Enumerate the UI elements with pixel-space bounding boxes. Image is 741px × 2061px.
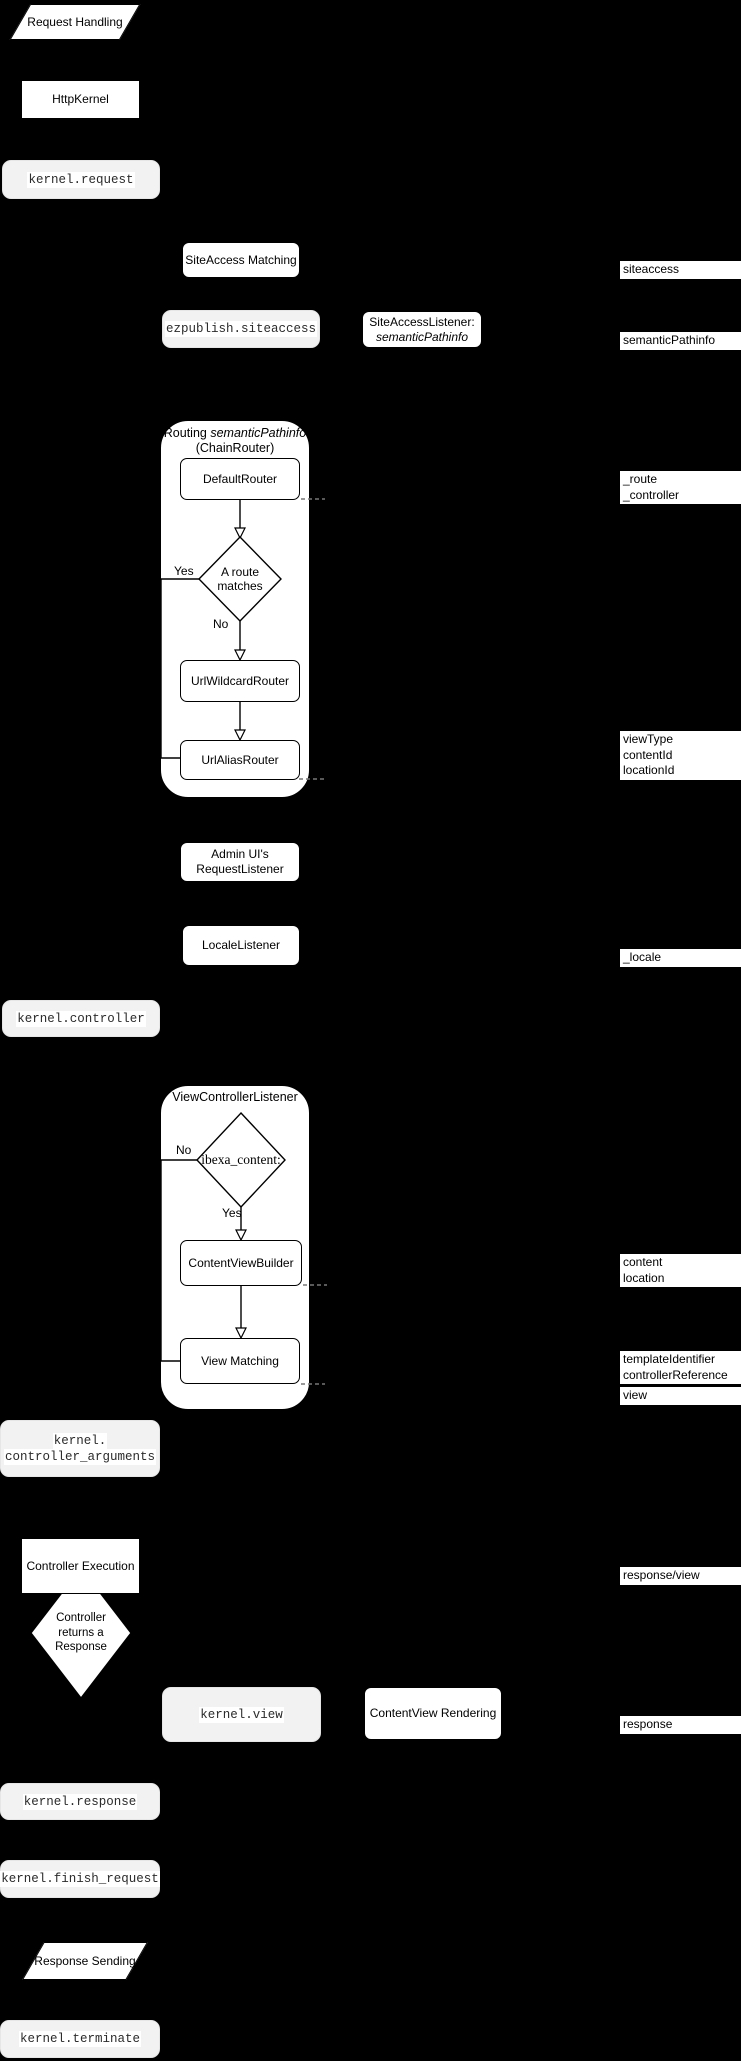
side-label-route-text: _route (623, 472, 658, 486)
side-label-controller-text: _controller (623, 487, 680, 502)
side-label-content-location: content location (620, 1254, 741, 1287)
side-label-location-text: location (623, 1270, 665, 1285)
side-label-view-params: viewType contentId locationId (620, 731, 741, 780)
ezpublish-siteaccess-label: ezpublish.siteaccess (164, 321, 318, 337)
siteaccess-matching-label: SiteAccess Matching (185, 252, 297, 267)
route-matches-line2: matches (217, 579, 263, 593)
route-no-label: No (213, 617, 229, 631)
url-wildcard-router-label: UrlWildcardRouter (190, 673, 290, 688)
side-label-locale-text: _locale (623, 950, 662, 964)
controller-execution-label: Controller Execution (26, 1558, 135, 1573)
kernel-controller-node: kernel.controller (2, 1000, 160, 1037)
kernel-controller-arguments-line1: kernel. (52, 1432, 108, 1449)
kernel-finish-request-label: kernel.finish_request (0, 1871, 160, 1887)
controller-returns-text: Controller returns a Response (31, 1605, 131, 1661)
ezpublish-siteaccess-node: ezpublish.siteaccess (162, 310, 320, 348)
httpkernel-label: HttpKernel (52, 92, 109, 106)
admin-ui-request-listener-node: Admin UI's RequestListener (180, 842, 300, 882)
siteaccess-listener-node: SiteAccessListener: semanticPathinfo (362, 311, 482, 348)
route-matches-text: A route matches (200, 550, 280, 608)
side-label-templateidentifier-text: templateIdentifier (623, 1352, 716, 1366)
side-label-view: view (620, 1387, 741, 1405)
locale-listener-label: LocaleListener (201, 938, 281, 952)
kernel-request-node: kernel.request (2, 160, 160, 199)
side-label-response: response (620, 1716, 741, 1734)
side-label-siteaccess-text: siteaccess (623, 262, 680, 276)
controller-returns-diamond (30, 1566, 132, 1700)
side-label-locationid-text: locationId (623, 763, 675, 777)
kernel-response-label: kernel.response (22, 1793, 138, 1810)
controller-returns-line1: Controller (56, 1612, 106, 1625)
kernel-controller-arguments-node: kernel. controller_arguments (0, 1420, 160, 1477)
default-router-node: DefaultRouter (180, 458, 300, 500)
side-label-viewtype-text: viewType (623, 732, 674, 746)
side-label-controllerreference-text: controllerReference (623, 1367, 728, 1382)
kernel-terminate-node: kernel.terminate (0, 2020, 160, 2058)
side-label-template-controller: templateIdentifier controllerReference (620, 1351, 741, 1384)
siteaccess-listener-line1: SiteAccessListener: (369, 314, 475, 329)
routing-container-title: Routing semanticPathinfo (ChainRouter) (163, 426, 307, 456)
controller-returns-line2: returns a (58, 1626, 104, 1639)
view-matching-node: View Matching (180, 1338, 300, 1384)
side-label-view-text: view (623, 1388, 648, 1402)
locale-listener-node: LocaleListener (182, 925, 300, 966)
side-label-semantic-pathinfo-text: semanticPathinfo (623, 333, 716, 347)
ibexa-content-label: ibexa_content: (201, 1151, 281, 1167)
view-controller-listener-label: ViewControllerListener (172, 1090, 298, 1104)
side-label-locale: _locale (620, 949, 741, 967)
url-alias-router-node: UrlAliasRouter (180, 740, 300, 780)
content-view-rendering-node: ContentView Rendering (364, 1687, 502, 1740)
admin-ui-line1: Admin UI's (211, 847, 269, 861)
kernel-view-node: kernel.view (162, 1687, 321, 1742)
side-label-response-text: response (623, 1717, 673, 1731)
controller-execution-node: Controller Execution (21, 1538, 140, 1594)
view-matching-label: View Matching (201, 1353, 279, 1368)
controller-returns-line3: Response (55, 1641, 107, 1654)
ibexa-content-text: ibexa_content: (195, 1146, 287, 1174)
kernel-terminate-label: kernel.terminate (18, 2031, 142, 2047)
route-yes-label: Yes (174, 564, 194, 578)
kernel-response-node: kernel.response (0, 1783, 160, 1820)
view-controller-listener-title: ViewControllerListener (163, 1090, 307, 1105)
side-label-semantic-pathinfo: semanticPathinfo (620, 332, 741, 350)
default-router-label: DefaultRouter (202, 471, 278, 486)
response-sending-node: Response Sending (22, 1942, 148, 1980)
admin-ui-line2: RequestListener (196, 862, 284, 876)
routing-title-italic: semanticPathinfo (210, 426, 307, 440)
kernel-controller-arguments-line2: controller_arguments (3, 1448, 157, 1465)
side-label-response-view-text: response/view (623, 1568, 700, 1582)
request-handling-node: Request Handling (10, 4, 140, 40)
content-view-builder-node: ContentViewBuilder (180, 1240, 302, 1286)
url-alias-router-label: UrlAliasRouter (201, 752, 279, 767)
response-sending-label: Response Sending (34, 1954, 136, 1968)
side-label-contentid-text: contentId (623, 747, 673, 762)
ibexa-no-label: No (176, 1143, 192, 1157)
routing-title-line2: (ChainRouter) (195, 441, 275, 455)
side-label-route-controller: _route _controller (620, 471, 741, 504)
ibexa-yes-label: Yes (222, 1206, 242, 1220)
side-label-siteaccess: siteaccess (620, 261, 741, 279)
siteaccess-matching-node: SiteAccess Matching (182, 242, 300, 278)
request-handling-label: Request Handling (27, 15, 123, 29)
httpkernel-node: HttpKernel (21, 80, 140, 119)
kernel-view-label: kernel.view (199, 1706, 284, 1723)
route-matches-line1: A route (220, 564, 260, 579)
kernel-finish-request-node: kernel.finish_request (0, 1860, 160, 1898)
content-view-rendering-label: ContentView Rendering (369, 1706, 497, 1720)
kernel-request-label: kernel.request (27, 171, 135, 188)
routing-title-plain: Routing (163, 426, 211, 440)
side-label-content-text: content (623, 1255, 663, 1269)
content-view-builder-label: ContentViewBuilder (188, 1255, 294, 1270)
kernel-controller-label: kernel.controller (16, 1010, 146, 1027)
url-wildcard-router-node: UrlWildcardRouter (180, 660, 300, 702)
siteaccess-listener-line2: semanticPathinfo (375, 329, 469, 344)
side-label-response-view: response/view (620, 1567, 741, 1585)
